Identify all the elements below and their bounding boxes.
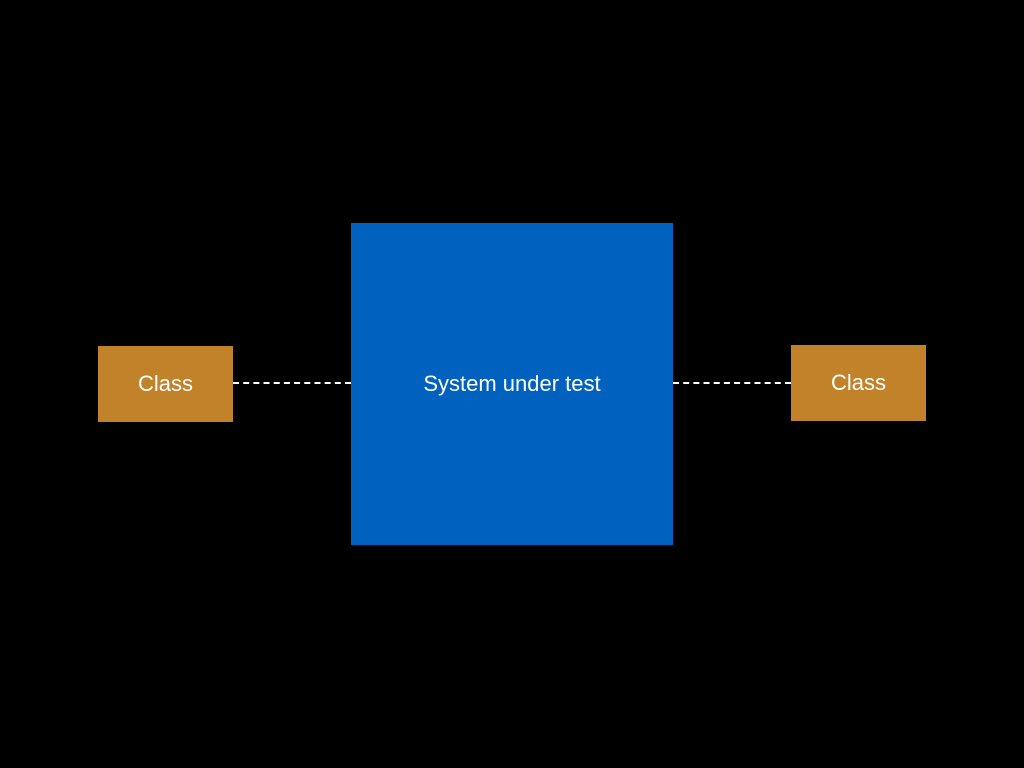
system-under-test-label: System under test xyxy=(423,371,601,396)
class-box-left-label: Class xyxy=(137,371,193,396)
system-under-test-box: System under test xyxy=(351,223,673,545)
connector-left-dashed-line xyxy=(233,382,351,384)
class-box-right-label: Class xyxy=(830,370,886,395)
class-box-right: Class xyxy=(791,345,926,421)
class-box-left: Class xyxy=(98,346,233,422)
connector-right-dashed-line xyxy=(673,382,791,384)
